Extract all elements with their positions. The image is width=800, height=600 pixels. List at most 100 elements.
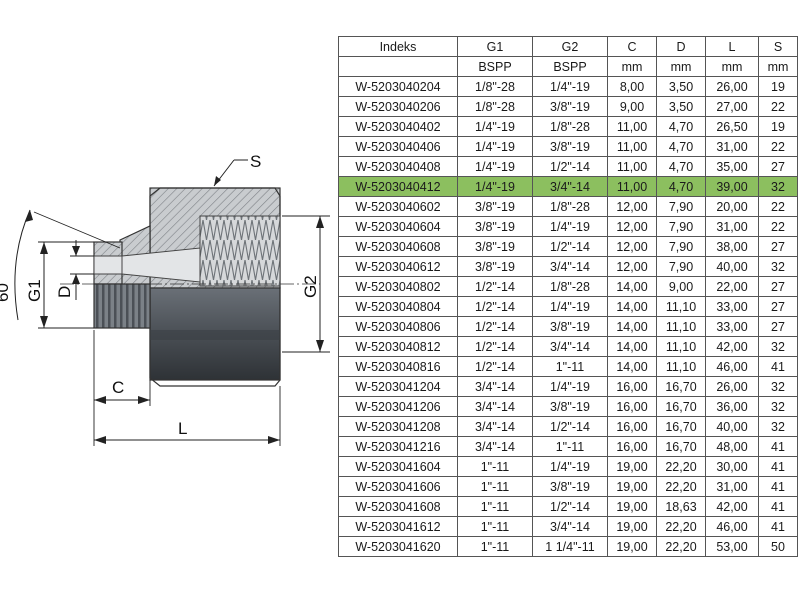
table-cell: 41 (758, 496, 798, 517)
table-cell: 30,00 (705, 456, 759, 477)
table-cell: W-5203040806 (338, 316, 458, 337)
table-cell: 3/8"-19 (457, 216, 533, 237)
table-cell: 40,00 (705, 256, 759, 277)
table-cell: 27 (758, 156, 798, 177)
c-dimension (93, 330, 151, 406)
table-cell: 1/8"-28 (457, 76, 533, 97)
table-cell: 46,00 (705, 356, 759, 377)
table-cell: 1/4"-19 (532, 456, 608, 477)
table-cell: 16,70 (656, 416, 706, 437)
table-cell: W-5203041208 (338, 416, 458, 437)
table-cell: W-5203040602 (338, 196, 458, 217)
table-cell: 4,70 (656, 116, 706, 137)
table-cell: W-5203040402 (338, 116, 458, 137)
table-cell: W-5203041206 (338, 396, 458, 417)
table-cell: 11,10 (656, 336, 706, 357)
table-cell: 1/4"-19 (532, 216, 608, 237)
table-cell: 1/4"-19 (532, 296, 608, 317)
table-cell: 41 (758, 476, 798, 497)
table-cell: 1/4"-19 (532, 76, 608, 97)
table-cell: 16,00 (607, 416, 657, 437)
table-cell: 41 (758, 516, 798, 537)
table-cell: 3/8"-19 (457, 196, 533, 217)
table-cell: 32 (758, 376, 798, 397)
table-cell: 48,00 (705, 436, 759, 457)
table-cell: 22,20 (656, 456, 706, 477)
table-cell: 22,00 (705, 276, 759, 297)
table-cell: W-5203041620 (338, 536, 458, 557)
table-cell: 14,00 (607, 296, 657, 317)
table-cell: W-5203041216 (338, 436, 458, 457)
table-cell: 18,63 (656, 496, 706, 517)
table-cell: 3/8"-19 (532, 316, 608, 337)
table-cell: 35,00 (705, 156, 759, 177)
s-label: S (250, 152, 261, 171)
table-cell (338, 56, 458, 77)
table-cell: 11,00 (607, 156, 657, 177)
table-cell: 27 (758, 276, 798, 297)
table-cell: 1"-11 (457, 536, 533, 557)
table-cell: 1/2"-14 (532, 156, 608, 177)
d-dimension (70, 240, 94, 300)
table-cell: 41 (758, 456, 798, 477)
table-cell: 7,90 (656, 196, 706, 217)
table-cell: 16,00 (607, 436, 657, 457)
table-cell: 1/4"-19 (457, 176, 533, 197)
table-cell: 31,00 (705, 476, 759, 497)
table-cell: 32 (758, 416, 798, 437)
table-cell: W-5203040816 (338, 356, 458, 377)
table-cell: 12,00 (607, 196, 657, 217)
table-cell: 1/2"-14 (532, 236, 608, 257)
table-cell: W-5203040412 (338, 176, 458, 197)
l-dimension (93, 386, 281, 446)
table-cell: W-5203040804 (338, 296, 458, 317)
table-cell: 12,00 (607, 236, 657, 257)
table-cell: 33,00 (705, 296, 759, 317)
table-cell: 3/8"-19 (532, 136, 608, 157)
table-cell: 1/2"-14 (532, 496, 608, 517)
table-cell: 9,00 (607, 96, 657, 117)
table-cell: 14,00 (607, 276, 657, 297)
table-cell: W-5203040204 (338, 76, 458, 97)
table-cell: mm (607, 56, 657, 77)
table-cell: W-5203040406 (338, 136, 458, 157)
table-cell: 22,20 (656, 516, 706, 537)
table-cell: 31,00 (705, 136, 759, 157)
table-cell: 1/4"-19 (457, 116, 533, 137)
table-cell: 12,00 (607, 216, 657, 237)
table-cell: 1"-11 (457, 516, 533, 537)
table-cell: G2 (532, 36, 608, 57)
table-cell: 36,00 (705, 396, 759, 417)
table-cell: mm (656, 56, 706, 77)
g1-label: G1 (25, 279, 44, 302)
table-cell: 22 (758, 196, 798, 217)
table-cell: 16,70 (656, 436, 706, 457)
table-cell: W-5203041204 (338, 376, 458, 397)
table-cell: 8,00 (607, 76, 657, 97)
table-cell: 27 (758, 316, 798, 337)
table-cell: 11,10 (656, 356, 706, 377)
table-cell: 19,00 (607, 516, 657, 537)
table-cell: W-5203040604 (338, 216, 458, 237)
table-cell: D (656, 36, 706, 57)
table-cell: W-5203041606 (338, 476, 458, 497)
table-cell: 3/4"-14 (532, 176, 608, 197)
male-thread-g1 (93, 241, 201, 329)
table-cell: W-5203040408 (338, 156, 458, 177)
table-cell: 26,00 (705, 376, 759, 397)
